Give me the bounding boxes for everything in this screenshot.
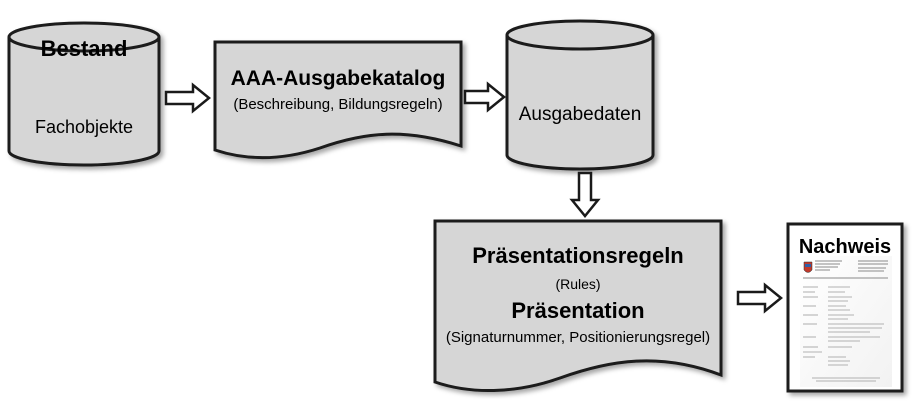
praesentation-title-1: Präsentationsregeln xyxy=(472,243,684,268)
bestand-title: Bestand xyxy=(41,36,128,61)
nachweis-page-thumbnail xyxy=(800,256,892,387)
katalog-subtitle: (Beschreibung, Bildungsregeln) xyxy=(233,96,442,113)
nachweis-title: Nachweis xyxy=(799,236,891,258)
katalog-title: AAA-Ausgabekatalog xyxy=(231,67,446,90)
katalog-document-shape xyxy=(213,40,463,160)
bestand-subtitle: Fachobjekte xyxy=(35,117,133,137)
arrow-bestand-to-katalog xyxy=(164,82,211,114)
nachweis-thumbnail-content xyxy=(803,260,888,382)
praesentation-subtitle-2: (Signaturnummer, Positionierungsregel) xyxy=(446,329,710,346)
praesentation-document-shape xyxy=(433,219,723,392)
arrow-ausgabedaten-to-praesentation xyxy=(569,171,601,218)
praesentation-title-2: Präsentation xyxy=(511,298,644,323)
praesentation-subtitle-1: (Rules) xyxy=(555,276,600,292)
bestand-cylinder xyxy=(7,21,161,167)
ausgabedaten-cylinder xyxy=(505,19,655,171)
ausgabedaten-title: Ausgabedaten xyxy=(519,104,642,125)
arrow-katalog-to-ausgabedaten xyxy=(463,81,506,113)
arrow-praesentation-to-nachweis xyxy=(736,282,783,314)
coat-of-arms-icon xyxy=(803,261,813,273)
